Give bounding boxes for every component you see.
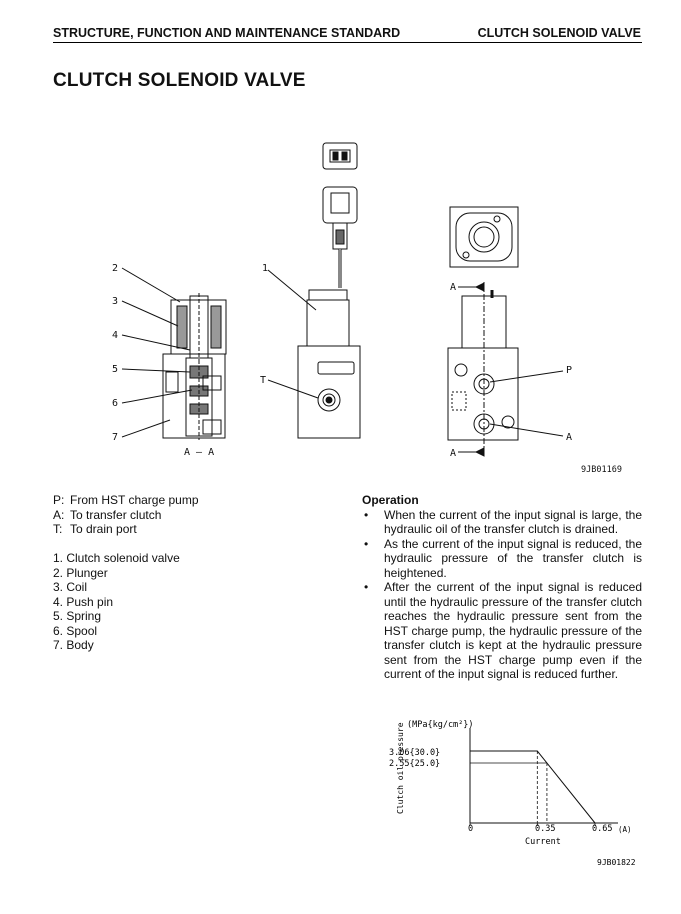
operation-section: Operation •When the current of the input…	[362, 493, 642, 682]
port-label-a: A	[566, 432, 572, 443]
part-item: 2. Plunger	[53, 565, 108, 580]
section-arrow-bottom: A	[450, 448, 456, 459]
port-and-parts-legend: P:From HST charge pump A:To transfer clu…	[53, 493, 199, 653]
operation-bullet: •As the current of the input signal is r…	[364, 536, 642, 580]
chart-xtick: 0.35	[535, 824, 555, 834]
valve-figure: 2 3 4 5 6 7 1 T P A A A A – A 9JB01169	[112, 142, 622, 475]
chart-xtick: 0.65	[592, 824, 612, 834]
operation-bullet: •After the current of the input signal i…	[364, 580, 642, 681]
operation-bullet: •When the current of the input signal is…	[364, 507, 642, 537]
chart-figure-id: 9JB01822	[597, 858, 636, 867]
port-item: T:To drain port	[53, 522, 137, 536]
page-title: CLUTCH SOLENOID VALVE	[53, 70, 306, 91]
chart-ylabel: Clutch oil pressure	[396, 722, 405, 814]
chart-ytick: 3.06{30.0}	[389, 748, 440, 758]
port-label-t: T	[260, 375, 266, 386]
port-label-p: P	[566, 365, 572, 376]
part-item: 1. Clutch solenoid valve	[53, 551, 180, 565]
front-view	[267, 142, 361, 439]
header-rule	[53, 42, 642, 43]
part-item: 5. Spring	[53, 609, 102, 623]
part-item: 6. Spool	[53, 623, 98, 638]
callout-6: 6	[112, 398, 118, 409]
pressure-current-chart: (MPa{kg/cm²}) Clutch oil pressure 3.06{3…	[389, 720, 636, 867]
callout-3: 3	[112, 296, 118, 307]
header-section-title: STRUCTURE, FUNCTION AND MAINTENANCE STAN…	[53, 26, 401, 40]
operation-title: Operation	[362, 493, 419, 507]
part-item: 4. Push pin	[53, 594, 114, 609]
callout-1: 1	[262, 263, 268, 274]
port-item: P:From HST charge pump	[53, 493, 199, 507]
chart-ytick: 2.55{25.0}	[389, 759, 440, 769]
chart-xtick: 0	[468, 824, 473, 834]
port-item: A:To transfer clutch	[53, 507, 162, 522]
chart-unit-label: (MPa{kg/cm²})	[407, 720, 474, 730]
chart-xlabel: Current	[525, 837, 561, 847]
section-label: A – A	[184, 447, 214, 458]
section-arrow-top: A	[450, 282, 456, 293]
callout-5: 5	[112, 364, 118, 375]
callout-2: 2	[112, 263, 118, 274]
part-item: 3. Coil	[53, 580, 88, 594]
side-view	[447, 206, 564, 457]
header-page-topic: CLUTCH SOLENOID VALVE	[477, 26, 641, 40]
callout-7: 7	[112, 432, 118, 443]
chart-series-line	[470, 750, 596, 824]
chart-x-unit: (A)	[618, 825, 632, 834]
callout-4: 4	[112, 330, 118, 341]
section-view	[121, 267, 227, 440]
part-item: 7. Body	[53, 638, 94, 652]
figure1-id: 9JB01169	[581, 465, 622, 475]
